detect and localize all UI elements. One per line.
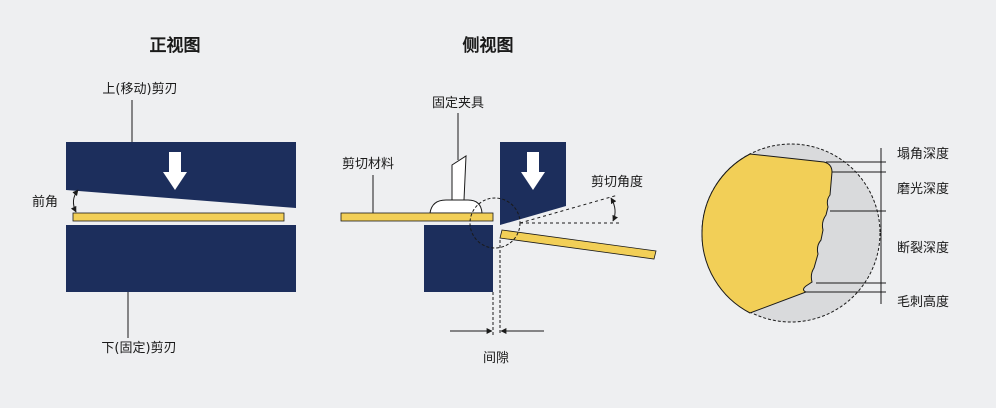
lower-blade: [66, 225, 296, 292]
side-lower-blade: [424, 225, 493, 292]
clamp-fixture: [429, 155, 483, 214]
lower-blade-label: 下(固定)剪刃: [101, 340, 176, 356]
burr-label: 毛刺高度: [897, 294, 949, 310]
front-view: 正视图 上(移动)剪刃 前角 下(固定)剪刃: [32, 35, 296, 356]
down-arrow-icon: [163, 152, 187, 190]
shear-angle-arc: [610, 197, 618, 222]
sheared-strip: [499, 229, 657, 260]
clearance-label: 间隙: [483, 351, 509, 366]
angle-ref-line-upper: [519, 194, 619, 224]
fracture-label: 断裂深度: [897, 240, 949, 256]
sheared-edge-profile: [701, 153, 833, 314]
front-view-title: 正视图: [150, 35, 201, 56]
material-label: 剪切材料: [342, 156, 394, 172]
rake-angle-arc: [70, 189, 79, 213]
side-view-title: 侧视图: [463, 35, 514, 56]
rollover-label: 塌角深度: [897, 146, 949, 162]
burnish-label: 磨光深度: [897, 181, 949, 197]
sheet-material-front: [72, 212, 285, 222]
upper-blade-label: 上(移动)剪刃: [102, 81, 177, 97]
down-arrow-icon: [521, 152, 545, 190]
shear-angle-label: 剪切角度: [591, 174, 643, 190]
side-view: 侧视图 固定夹具 剪切材料 剪切角度 间隙: [340, 35, 657, 366]
clamp-label: 固定夹具: [432, 96, 484, 111]
rake-angle-label: 前角: [32, 194, 58, 210]
sheet-material-side: [340, 212, 494, 222]
edge-detail: 塌角深度 磨光深度 断裂深度 毛刺高度: [701, 143, 949, 323]
